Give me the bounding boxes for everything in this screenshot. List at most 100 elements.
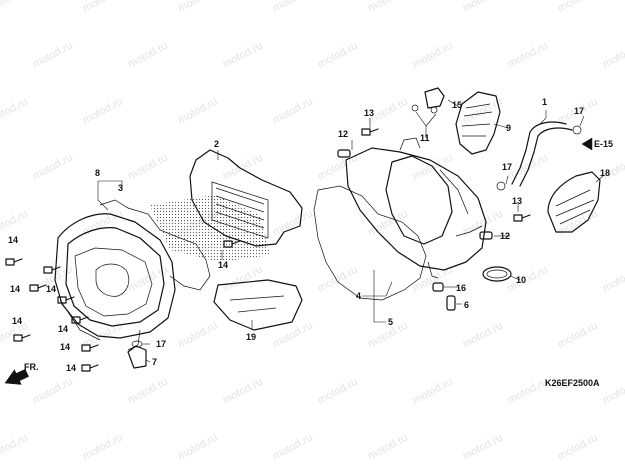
watermark-text: motod.ru bbox=[366, 0, 410, 15]
callout-2: 2 bbox=[214, 139, 219, 149]
plate-19 bbox=[213, 279, 303, 331]
callout-12a: 12 bbox=[338, 129, 348, 139]
air-cleaner-housing bbox=[345, 137, 487, 279]
watermark-text: motod.ru bbox=[0, 0, 30, 15]
callout-9: 9 bbox=[506, 123, 511, 133]
bolt-0 bbox=[5, 258, 23, 266]
watermark-text: motod.ru bbox=[0, 96, 30, 127]
clip-16 bbox=[432, 282, 444, 292]
bolt-2 bbox=[29, 284, 47, 292]
bolt-1 bbox=[43, 266, 61, 274]
cover-gasket bbox=[99, 199, 211, 291]
clip-17c bbox=[496, 181, 506, 191]
callout-3: 3 bbox=[118, 183, 123, 193]
watermark-text: motod.ru bbox=[81, 0, 125, 15]
watermark-text: motod.ru bbox=[461, 0, 505, 15]
bolt-6 bbox=[81, 344, 99, 352]
callout-16: 16 bbox=[456, 283, 466, 293]
bolt-7 bbox=[81, 364, 99, 372]
watermark-text: motod.ru bbox=[316, 40, 360, 71]
clip-17b bbox=[572, 125, 582, 135]
watermark-text: motod.ru bbox=[81, 96, 125, 127]
callout-13a: 13 bbox=[364, 108, 374, 118]
bolt-10 bbox=[513, 214, 531, 222]
watermark-text: motod.ru bbox=[31, 152, 75, 183]
callout-15: 15 bbox=[452, 100, 462, 110]
leader-lines bbox=[97, 99, 604, 363]
watermark-text: motod.ru bbox=[271, 432, 315, 463]
callout-7: 7 bbox=[152, 357, 157, 367]
watermark-text: motod.ru bbox=[126, 40, 170, 71]
callout-5: 5 bbox=[388, 317, 393, 327]
callout-layer: 1 2 3 4 5 6 7 8 9 10 11 12 12 13 13 14 1… bbox=[8, 97, 610, 373]
watermark-text: motod.ru bbox=[271, 208, 315, 239]
watermark-text: motod.ru bbox=[0, 432, 30, 463]
callout-19: 19 bbox=[246, 332, 256, 342]
callout-10: 10 bbox=[516, 275, 526, 285]
front-direction-indicator: FR. bbox=[4, 362, 39, 385]
watermark-text: motod.ru bbox=[81, 208, 125, 239]
watermark-text: motod.ru bbox=[176, 432, 220, 463]
callout-14h: 14 bbox=[46, 284, 56, 294]
air-cleaner-element bbox=[189, 149, 303, 247]
callout-4: 4 bbox=[356, 291, 361, 301]
watermark-text: motod.ru bbox=[506, 152, 550, 183]
reference-arrow: E-15 bbox=[581, 137, 613, 151]
grommet-12b bbox=[479, 231, 493, 240]
bolt-9 bbox=[361, 128, 379, 136]
watermark-text: motod.ru bbox=[81, 432, 125, 463]
drawing-code: K26EF2500A bbox=[545, 378, 600, 388]
callout-6: 6 bbox=[464, 300, 469, 310]
callout-1: 1 bbox=[542, 97, 547, 107]
bolt-3 bbox=[57, 296, 75, 304]
callout-14c: 14 bbox=[12, 316, 22, 326]
callout-14e: 14 bbox=[60, 342, 70, 352]
callout-8: 8 bbox=[95, 168, 100, 178]
watermark-text: motod.ru bbox=[221, 376, 265, 407]
callout-14a: 14 bbox=[8, 235, 18, 245]
callout-11: 11 bbox=[420, 133, 430, 143]
watermark-text: motod.ru bbox=[176, 96, 220, 127]
callout-17a: 17 bbox=[156, 339, 166, 349]
watermark-text: motod.ru bbox=[126, 376, 170, 407]
watermark-text: motod.ru bbox=[81, 320, 125, 351]
watermark-text: motod.ru bbox=[221, 40, 265, 71]
watermark-text: motod.ru bbox=[271, 96, 315, 127]
watermark-text: motod.ru bbox=[601, 40, 625, 71]
watermark-text: motod.ru bbox=[461, 432, 505, 463]
watermark-text: motod.ru bbox=[461, 320, 505, 351]
watermark-text: motod.ru bbox=[176, 320, 220, 351]
callout-14g: 14 bbox=[218, 260, 228, 270]
bolt-5 bbox=[71, 316, 89, 324]
bolt-8 bbox=[223, 240, 241, 248]
air-cleaner-cover bbox=[54, 213, 176, 351]
callout-18: 18 bbox=[600, 168, 610, 178]
watermark-text: motod.ru bbox=[366, 432, 410, 463]
watermark-text: motod.ru bbox=[271, 0, 315, 15]
fitting-15 bbox=[424, 87, 445, 109]
watermark-text: motod.ru bbox=[506, 40, 550, 71]
watermark-text: motod.ru bbox=[556, 432, 600, 463]
bolts-group bbox=[5, 128, 531, 372]
watermark-text: motod.ru bbox=[271, 320, 315, 351]
intake-duct bbox=[455, 91, 501, 155]
breather-hose bbox=[511, 121, 567, 185]
grommet-12a bbox=[337, 149, 351, 158]
snorkel bbox=[547, 171, 601, 233]
callout-13b: 13 bbox=[512, 196, 522, 206]
watermark-text: motod.ru bbox=[601, 376, 625, 407]
watermark-text: motod.ru bbox=[176, 0, 220, 15]
watermark-text: motod.ru bbox=[556, 320, 600, 351]
callout-14b: 14 bbox=[10, 284, 20, 294]
hatched-area bbox=[150, 195, 270, 262]
drain-plug bbox=[446, 295, 456, 311]
reference-label: E-15 bbox=[594, 139, 613, 149]
watermark-text: motod.ru bbox=[556, 0, 600, 15]
watermark-text: motod.ru bbox=[316, 376, 360, 407]
callout-17c: 17 bbox=[502, 162, 512, 172]
watermark-text: motod.ru bbox=[411, 376, 455, 407]
clamp-band bbox=[482, 266, 512, 282]
watermark-text: motod.ru bbox=[506, 264, 550, 295]
